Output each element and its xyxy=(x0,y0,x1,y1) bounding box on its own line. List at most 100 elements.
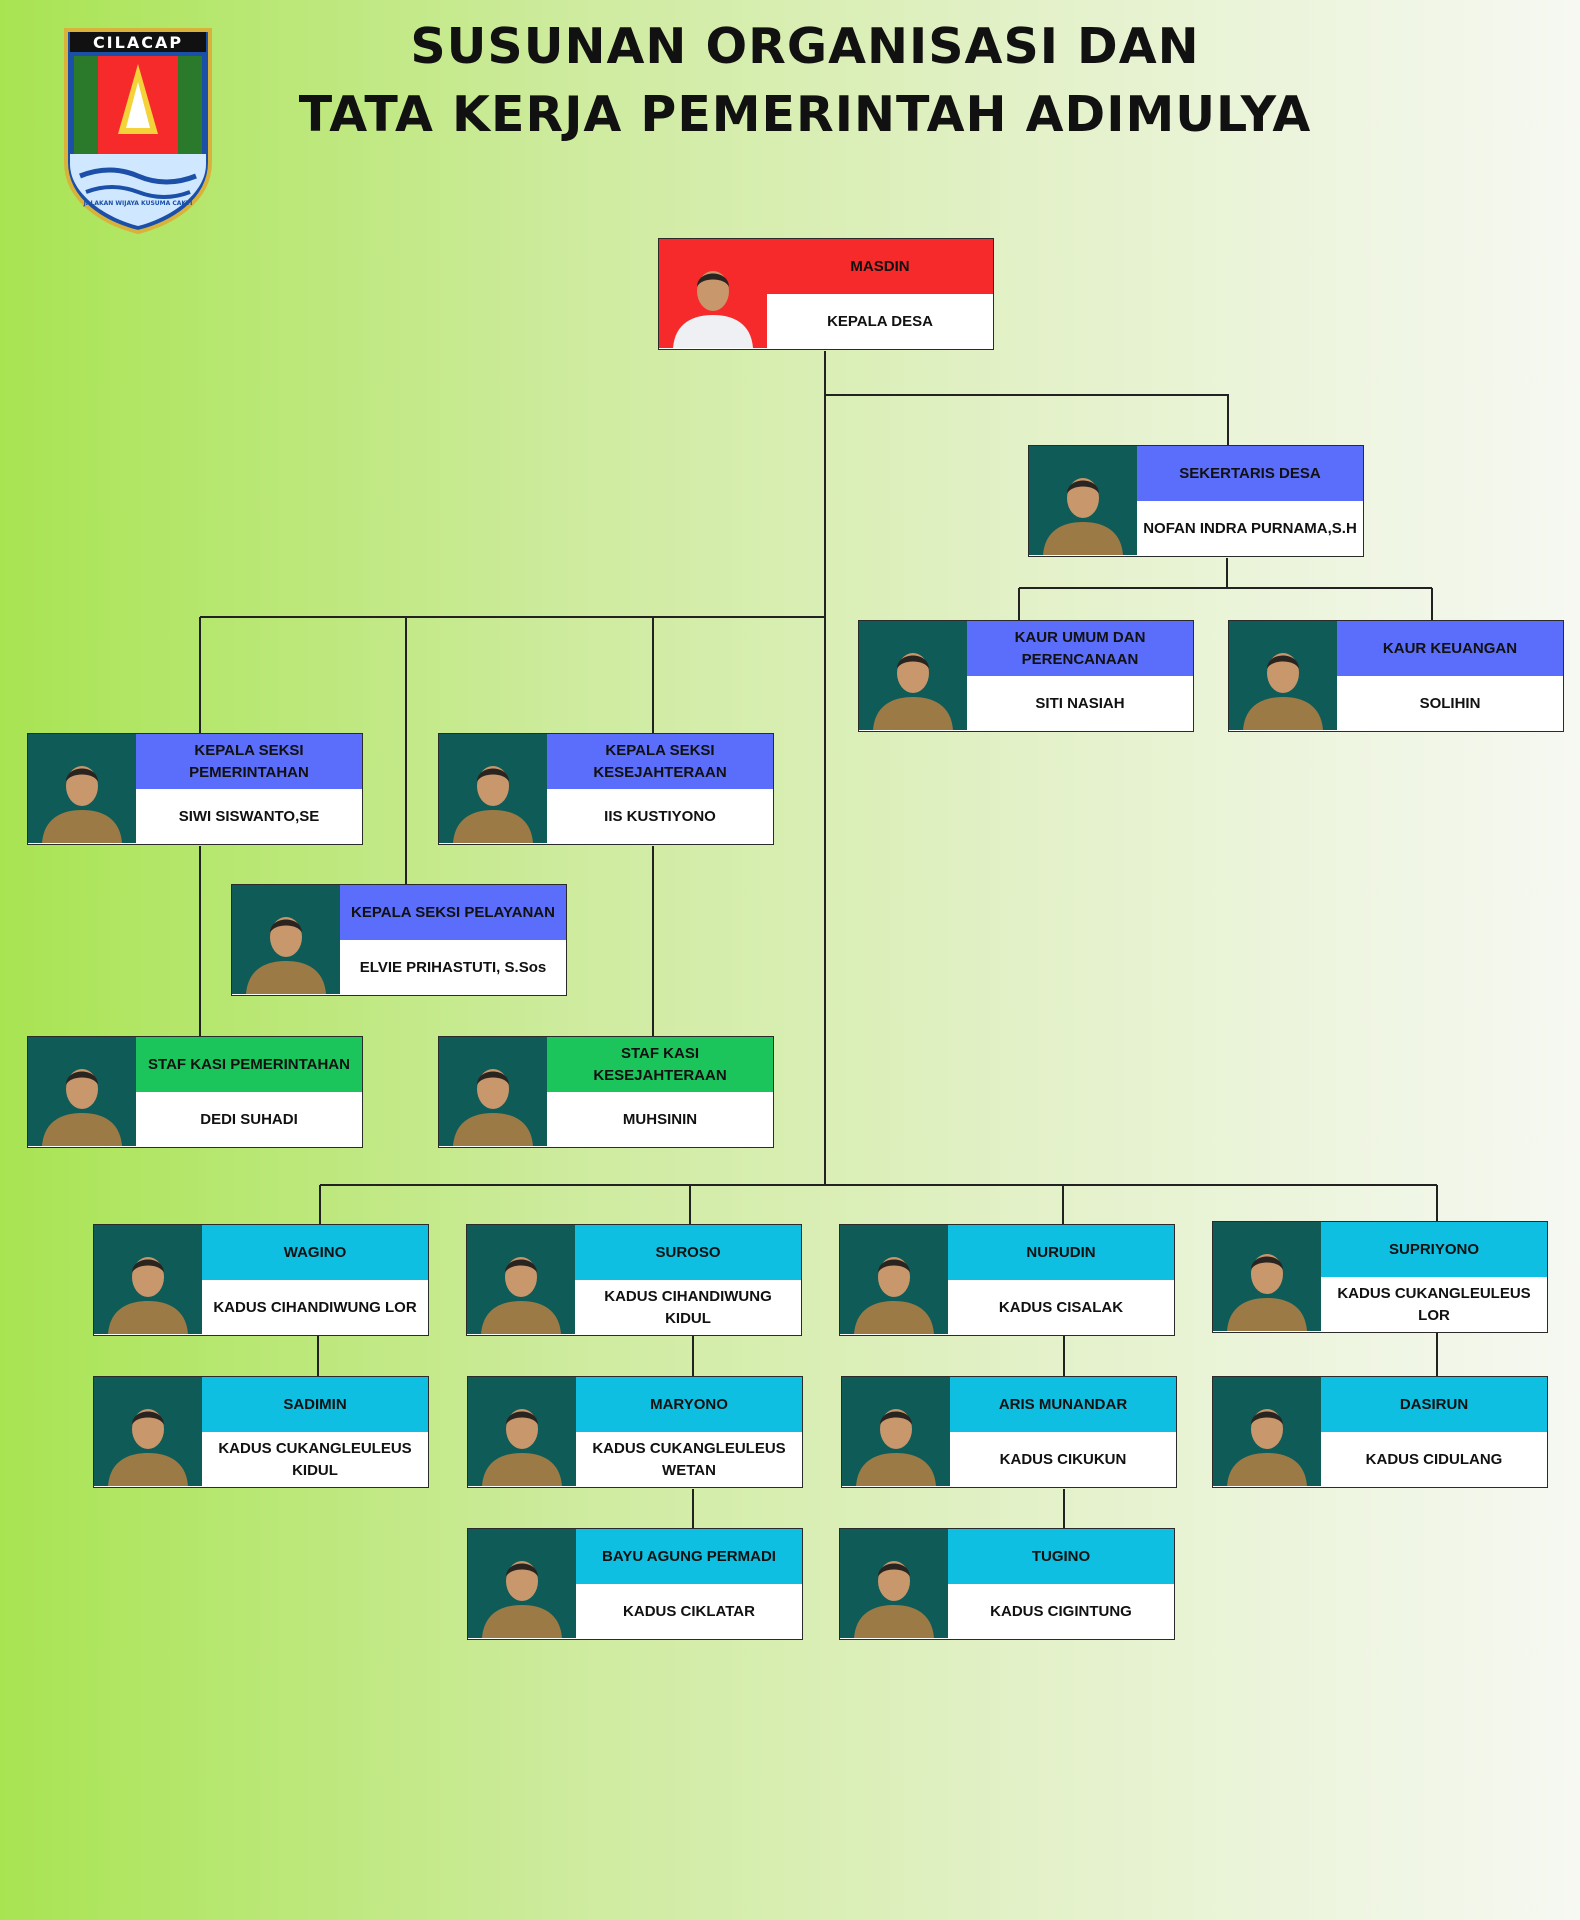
person-photo xyxy=(1213,1377,1321,1486)
card-role: KADUS CIHANDIWUNG LOR xyxy=(213,1298,417,1316)
card-name: MUHSININ xyxy=(622,1110,698,1128)
card-sekertaris-desa: SEKERTARIS DESA NOFAN INDRA PURNAMA,S.H xyxy=(1028,445,1364,557)
person-silhouette-icon xyxy=(246,917,326,994)
person-photo xyxy=(468,1529,576,1638)
card-role: KAUR KEUANGAN xyxy=(1337,621,1563,676)
card-role: KADUS CIKLATAR xyxy=(623,1602,755,1620)
card-kadus-cigintung: TUGINO KADUS CIGINTUNG xyxy=(839,1528,1175,1640)
card-kasi-pelayanan: KEPALA SEKSI PELAYANAN ELVIE PRIHASTUTI,… xyxy=(231,884,567,996)
person-silhouette-icon xyxy=(482,1561,562,1638)
card-name: WAGINO xyxy=(202,1225,428,1280)
card-role: KAUR UMUM DAN PERENCANAAN xyxy=(967,621,1193,676)
person-silhouette-icon xyxy=(453,766,533,843)
person-photo xyxy=(28,734,136,843)
person-silhouette-icon xyxy=(482,1409,562,1486)
logo-motto: JALAKAN WIJAYA KUSUMA CAKTI xyxy=(83,200,193,207)
person-photo xyxy=(94,1377,202,1486)
person-silhouette-icon xyxy=(1243,653,1323,730)
person-photo xyxy=(840,1225,948,1334)
card-kadus-cihandiwung-lor: WAGINO KADUS CIHANDIWUNG LOR xyxy=(93,1224,429,1336)
card-kadus-cukangleuleus-wetan: MARYONO KADUS CUKANGLEULEUS WETAN xyxy=(467,1376,803,1488)
card-role: KADUS CISALAK xyxy=(998,1298,1124,1316)
person-silhouette-icon xyxy=(108,1409,188,1486)
card-role: KEPALA SEKSI PEMERINTAHAN xyxy=(136,734,362,789)
card-name: SUROSO xyxy=(575,1225,801,1280)
person-photo xyxy=(468,1377,576,1486)
card-kadus-cukangleuleus-lor: SUPRIYONO KADUS CUKANGLEULEUS LOR xyxy=(1212,1221,1548,1333)
card-role: SEKERTARIS DESA xyxy=(1137,446,1363,501)
card-kaur-umum: KAUR UMUM DAN PERENCANAAN SITI NASIAH xyxy=(858,620,1194,732)
page-title-line2: TATA KERJA PEMERINTAH ADIMULYA xyxy=(298,86,1312,143)
card-kadus-cisalak: NURUDIN KADUS CISALAK xyxy=(839,1224,1175,1336)
card-role: KADUS CIDULANG xyxy=(1365,1450,1503,1468)
person-silhouette-icon xyxy=(42,766,122,843)
person-silhouette-icon xyxy=(453,1069,533,1146)
person-silhouette-icon xyxy=(854,1561,934,1638)
person-silhouette-icon xyxy=(1227,1409,1307,1486)
card-kasi-kesejahteraan: KEPALA SEKSI KESEJAHTERAAN IIS KUSTIYONO xyxy=(438,733,774,845)
card-role: STAF KASI PEMERINTAHAN xyxy=(136,1037,362,1092)
card-role: KADUS CUKANGLEULEUS LOR xyxy=(1337,1284,1531,1324)
card-kaur-keuangan: KAUR KEUANGAN SOLIHIN xyxy=(1228,620,1564,732)
card-role: KEPALA DESA xyxy=(827,312,933,330)
card-kadus-cukangleuleus-kidul: SADIMIN KADUS CUKANGLEULEUS KIDUL xyxy=(93,1376,429,1488)
person-silhouette-icon xyxy=(1043,478,1123,555)
person-silhouette-icon xyxy=(481,1257,561,1334)
person-silhouette-icon xyxy=(873,653,953,730)
card-role: KADUS CIGINTUNG xyxy=(990,1602,1132,1620)
person-photo xyxy=(1229,621,1337,730)
card-name: SITI NASIAH xyxy=(1035,694,1125,712)
card-staf-kesejahteraan: STAF KASI KESEJAHTERAAN MUHSININ xyxy=(438,1036,774,1148)
card-name: TUGINO xyxy=(948,1529,1174,1584)
card-name: DASIRUN xyxy=(1321,1377,1547,1432)
card-role: KEPALA SEKSI PELAYANAN xyxy=(340,885,566,940)
card-kepala-desa: MASDIN KEPALA DESA xyxy=(658,238,994,350)
person-photo xyxy=(28,1037,136,1146)
card-kadus-cidulang: DASIRUN KADUS CIDULANG xyxy=(1212,1376,1548,1488)
person-silhouette-icon xyxy=(673,271,753,348)
card-kadus-cihandiwung-kidul: SUROSO KADUS CIHANDIWUNG KIDUL xyxy=(466,1224,802,1336)
card-role: KEPALA SEKSI KESEJAHTERAAN xyxy=(547,734,773,789)
card-name: MASDIN xyxy=(767,239,993,294)
card-role: KADUS CIKUKUN xyxy=(999,1450,1127,1468)
card-name: NOFAN INDRA PURNAMA,S.H xyxy=(1143,519,1357,537)
card-name: MARYONO xyxy=(576,1377,802,1432)
card-kasi-pemerintahan: KEPALA SEKSI PEMERINTAHAN SIWI SISWANTO,… xyxy=(27,733,363,845)
person-photo xyxy=(659,239,767,348)
person-silhouette-icon xyxy=(854,1257,934,1334)
person-photo xyxy=(859,621,967,730)
card-role: KADUS CUKANGLEULEUS KIDUL xyxy=(218,1439,412,1479)
card-name: DEDI SUHADI xyxy=(200,1110,298,1128)
person-photo xyxy=(94,1225,202,1334)
card-staf-pemerintahan: STAF KASI PEMERINTAHAN DEDI SUHADI xyxy=(27,1036,363,1148)
person-silhouette-icon xyxy=(1227,1254,1307,1331)
person-photo xyxy=(467,1225,575,1334)
person-photo xyxy=(1213,1222,1321,1331)
person-silhouette-icon xyxy=(108,1257,188,1334)
card-name: IIS KUSTIYONO xyxy=(604,807,716,825)
card-kadus-cikukun: ARIS MUNANDAR KADUS CIKUKUN xyxy=(841,1376,1177,1488)
logo-text: CILACAP xyxy=(92,33,184,52)
card-name: SADIMIN xyxy=(202,1377,428,1432)
person-photo xyxy=(1029,446,1137,555)
card-role: KADUS CUKANGLEULEUS WETAN xyxy=(592,1439,786,1479)
person-silhouette-icon xyxy=(856,1409,936,1486)
person-silhouette-icon xyxy=(42,1069,122,1146)
card-name: BAYU AGUNG PERMADI xyxy=(576,1529,802,1584)
card-name: ARIS MUNANDAR xyxy=(950,1377,1176,1432)
person-photo xyxy=(842,1377,950,1486)
person-photo xyxy=(232,885,340,994)
card-name: SOLIHIN xyxy=(1419,694,1481,712)
card-role: STAF KASI KESEJAHTERAAN xyxy=(547,1037,773,1092)
cilacap-logo: CILACAP JALAKAN WIJAYA KUSUMA CAKTI xyxy=(60,24,216,235)
person-photo xyxy=(840,1529,948,1638)
person-photo xyxy=(439,734,547,843)
card-name: ELVIE PRIHASTUTI, S.Sos xyxy=(359,958,547,976)
card-name: SUPRIYONO xyxy=(1321,1222,1547,1277)
page-title-line1: SUSUNAN ORGANISASI DAN xyxy=(410,18,1200,75)
card-name: NURUDIN xyxy=(948,1225,1174,1280)
card-kadus-ciklatar: BAYU AGUNG PERMADI KADUS CIKLATAR xyxy=(467,1528,803,1640)
card-name: SIWI SISWANTO,SE xyxy=(178,807,320,825)
card-role: KADUS CIHANDIWUNG KIDUL xyxy=(604,1287,772,1327)
